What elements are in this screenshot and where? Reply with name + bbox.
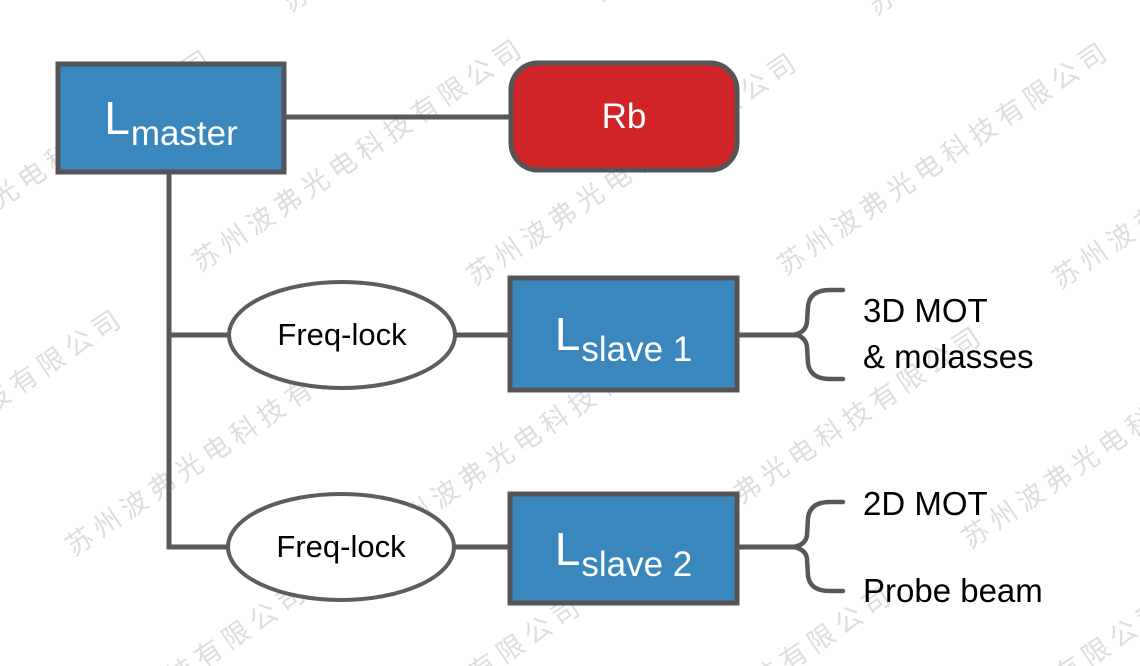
slave1-laser-box: [507, 275, 740, 393]
output-2d-mot: 2D MOT: [863, 485, 988, 522]
freq-lock-1-label: Freq-lock: [277, 317, 407, 352]
rb-cell-label: Rb: [601, 96, 647, 136]
slave2-laser-text: Lslave 2: [554, 522, 693, 584]
freq-lock-2-label: Freq-lock: [276, 529, 406, 564]
slave2-laser-box: [507, 491, 740, 606]
output-probe-beam: Probe beam: [863, 572, 1043, 609]
slave2-laser-label: Lslave 2: [510, 494, 737, 603]
edge-master-trunk: [166, 170, 231, 550]
master-laser-label: Lmaster: [58, 64, 284, 172]
output-brace-slave2: [792, 499, 846, 594]
output-brace-slave1: [794, 287, 846, 382]
output-3d-mot: 3D MOT: [863, 292, 988, 329]
master-laser-box: [55, 61, 287, 175]
master-laser-text: Lmaster: [104, 92, 238, 153]
slave1-laser-text: Lslave 1: [554, 308, 693, 369]
rb-cell-box: [508, 60, 740, 173]
output-molasses: & molasses: [863, 338, 1034, 375]
slave1-laser-label: Lslave 1: [510, 278, 737, 390]
